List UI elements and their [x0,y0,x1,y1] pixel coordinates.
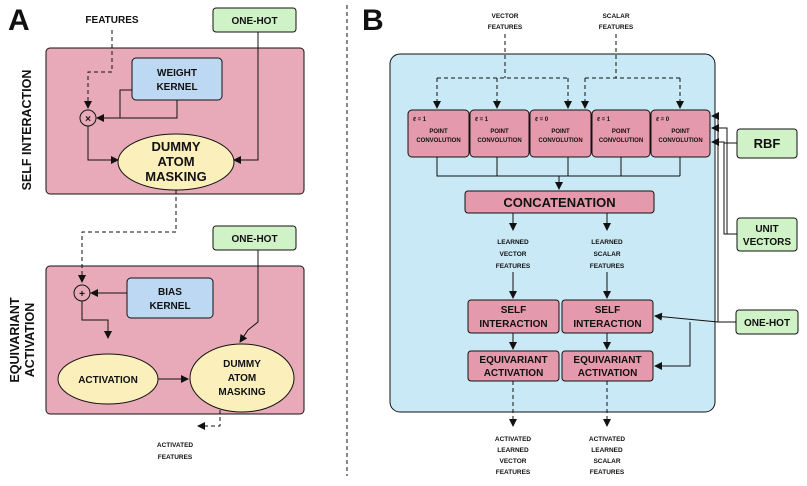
vector-features-line1: VECTOR [492,13,519,20]
scalar-features-line1: SCALAR [602,13,629,20]
activated-features-line2: FEATURES [158,454,193,461]
si-vector-line2: INTERACTION [479,319,547,330]
learned-vector-line3: FEATURES [496,263,531,270]
rbf-to-conv-arrow [711,138,737,146]
weight-kernel-box [131,57,223,101]
multiply-to-dummy-arrow [87,126,119,164]
one-hot-top-label: ONE-HOT [231,16,277,27]
learned-scalar-line1: LEARNED [591,239,623,246]
one-hot-to-dummy-bottom-arrow [239,250,259,343]
bias-kernel-line2: KERNEL [149,301,190,312]
dummy-bottom-line3: MASKING [218,387,265,398]
conv-output-drops [496,157,681,176]
dummy-bottom-line1: DUMMY [223,359,261,370]
dummy-to-add-arrow [78,190,177,283]
weight-kernel-to-multiply-arrow [96,100,178,122]
conv1-line1: POINT [429,129,448,135]
out-scalar-line1: ACTIVATED [589,436,626,443]
conv1-line2: CONVOLUTION [416,138,460,144]
dummy-top-line1: DUMMY [151,139,200,154]
si-scalar-line2: INTERACTION [573,319,641,330]
panel-b-letter: B [362,4,384,37]
one-hot-to-conv-arrow [711,112,736,323]
side-label-equivariant: EQUIVARIANT [8,297,22,383]
conv3-ell: ℓ = 0 [534,117,549,123]
multiply-symbol: × [85,114,91,125]
conv5-line1: POINT [671,129,690,135]
activation-label: ACTIVATION [78,375,138,386]
out-vector-line4: FEATURES [496,469,531,476]
side-label-activation: ACTIVATION [23,303,37,378]
features-label: FEATURES [85,15,138,26]
vector-features-line2: FEATURES [488,24,523,31]
ea-vector-line1: EQUIVARIANT [479,355,547,366]
si-vector-line1: SELF [501,305,527,316]
conv-box-1: ℓ = 1 POINT CONVOLUTION [407,109,470,158]
one-hot-box-bottom [212,225,297,251]
conv2-line1: POINT [490,129,509,135]
learned-scalar-line2: SCALAR [593,251,620,258]
rbf-label: RBF [754,136,781,151]
one-hot-to-ea-arrow [654,322,691,370]
concatenation-label: CONCATENATION [503,195,615,210]
conv3-line2: CONVOLUTION [538,138,582,144]
bias-kernel-line1: BIAS [158,287,182,298]
unit-vectors-line1: UNIT [755,224,778,235]
ea-scalar-line2: ACTIVATION [578,368,638,379]
one-hot-to-si-arrow [654,312,719,323]
panel-a-letter: A [8,4,30,37]
conv4-line2: CONVOLUTION [599,138,643,144]
unit-vectors-to-conv-arrow [711,124,728,234]
rbf-unit-link [723,143,737,235]
out-scalar-line3: SCALAR [593,458,620,465]
conv-box-2: ℓ = 1 POINT CONVOLUTION [469,109,530,158]
dummy-atom-masking-bottom [189,343,295,413]
concatenation-box [464,190,655,214]
bias-kernel-box [126,277,214,319]
one-hot-bottom-label: ONE-HOT [231,234,277,245]
side-label-self-interaction: SELF INTERACTION [20,70,34,191]
conv2-line2: CONVOLUTION [477,138,521,144]
scalar-features-line2: FEATURES [599,24,634,31]
ea-vector-line2: ACTIVATION [484,368,544,379]
learned-scalar-line3: FEATURES [590,263,625,270]
si-scalar-line1: SELF [595,305,621,316]
activated-features-line1: ACTIVATED [157,442,194,449]
conv3-line1: POINT [551,129,570,135]
dummy-top-line2: ATOM [157,154,194,169]
ea-scalar-line1: EQUIVARIANT [573,355,641,366]
conv4-line1: POINT [612,129,631,135]
out-vector-line2: LEARNED [497,447,529,454]
features-to-multiply-arrow [84,30,113,109]
learned-vector-line2: VECTOR [500,251,527,258]
conv5-line2: CONVOLUTION [658,138,702,144]
conv-output-bus [436,157,680,177]
dummy-bottom-line2: ATOM [228,373,257,384]
out-vector-line3: VECTOR [500,458,527,465]
conv1-ell: ℓ = 1 [412,117,427,123]
dummy-top-line3: MASKING [145,169,206,184]
weight-kernel-line2: KERNEL [156,82,197,93]
unit-vectors-line2: VECTORS [743,237,791,248]
out-scalar-line4: FEATURES [590,469,625,476]
dummy-to-output-arrow [197,410,221,430]
conv-box-5: ℓ = 0 POINT CONVOLUTION [650,109,711,158]
one-hot-to-dummy-arrow [233,32,259,164]
conv5-ell: ℓ = 0 [655,117,670,123]
conv-box-3: ℓ = 0 POINT CONVOLUTION [529,109,592,158]
out-scalar-line2: LEARNED [591,447,623,454]
conv2-ell: ℓ = 1 [474,117,489,123]
learned-vector-line1: LEARNED [497,239,529,246]
one-hot-b-label: ONE-HOT [744,318,790,329]
one-hot-box-top [212,7,297,33]
add-symbol: + [79,289,85,300]
conv-box-4: ℓ = 1 POINT CONVOLUTION [591,109,651,158]
add-to-activation-arrow [81,301,112,339]
weight-kernel-line1: WEIGHT [157,68,197,79]
out-vector-line1: ACTIVATED [495,436,532,443]
conv4-ell: ℓ = 1 [596,117,611,123]
